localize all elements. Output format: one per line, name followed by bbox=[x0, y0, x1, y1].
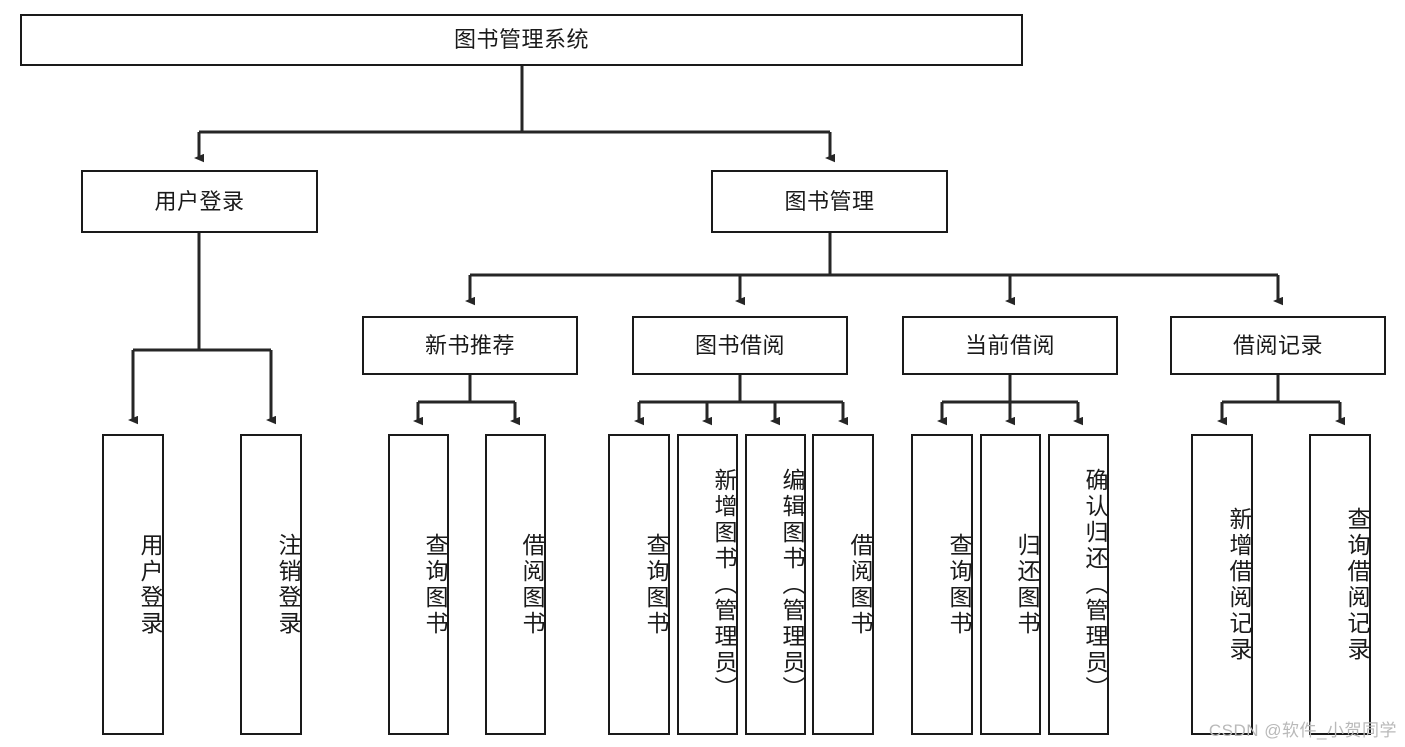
node-root-label: 图书管理系统 bbox=[453, 27, 589, 53]
node-leaf-add-book-label: 新增图书（管理员） bbox=[711, 467, 737, 702]
node-book-borrow-label: 图书借阅 bbox=[694, 332, 785, 358]
node-leaf-add-record-label: 新增借阅记录 bbox=[1226, 506, 1252, 663]
node-leaf-edit-book[interactable]: 编辑图书（管理员） bbox=[745, 434, 806, 735]
node-leaf-return-book-label: 归还图书 bbox=[1014, 532, 1040, 637]
node-leaf-user-login-label: 用户登录 bbox=[137, 532, 163, 637]
node-borrow-record[interactable]: 借阅记录 bbox=[1170, 316, 1386, 375]
node-current-borrow[interactable]: 当前借阅 bbox=[902, 316, 1118, 375]
node-leaf-edit-book-label: 编辑图书（管理员） bbox=[779, 467, 805, 702]
csdn-watermark: CSDN @软件_小贺同学 bbox=[1208, 721, 1397, 740]
node-new-book-rec[interactable]: 新书推荐 bbox=[362, 316, 578, 375]
node-leaf-confirm-return[interactable]: 确认归还（管理员） bbox=[1048, 434, 1109, 735]
node-leaf-query-book-1-label: 查询图书 bbox=[422, 532, 448, 637]
node-leaf-user-logout-label: 注销登录 bbox=[275, 532, 301, 637]
node-leaf-query-book-1[interactable]: 查询图书 bbox=[388, 434, 449, 735]
node-leaf-query-book-2-label: 查询图书 bbox=[643, 532, 669, 637]
node-borrow-record-label: 借阅记录 bbox=[1232, 332, 1323, 358]
node-leaf-user-login[interactable]: 用户登录 bbox=[102, 434, 164, 735]
node-book-borrow[interactable]: 图书借阅 bbox=[632, 316, 848, 375]
node-leaf-query-book-2[interactable]: 查询图书 bbox=[608, 434, 670, 735]
node-new-book-rec-label: 新书推荐 bbox=[424, 332, 515, 358]
node-leaf-add-book[interactable]: 新增图书（管理员） bbox=[677, 434, 738, 735]
node-leaf-borrow-book-2[interactable]: 借阅图书 bbox=[812, 434, 874, 735]
node-root[interactable]: 图书管理系统 bbox=[20, 14, 1023, 66]
node-leaf-query-record-label: 查询借阅记录 bbox=[1344, 506, 1370, 663]
node-leaf-query-book-3-label: 查询图书 bbox=[946, 532, 972, 637]
node-leaf-return-book[interactable]: 归还图书 bbox=[980, 434, 1041, 735]
node-leaf-query-record[interactable]: 查询借阅记录 bbox=[1309, 434, 1371, 735]
node-book-manage-label: 图书管理 bbox=[784, 188, 875, 214]
node-leaf-borrow-book-2-label: 借阅图书 bbox=[847, 532, 873, 637]
node-leaf-user-logout[interactable]: 注销登录 bbox=[240, 434, 302, 735]
node-user-login-label: 用户登录 bbox=[154, 188, 245, 214]
node-current-borrow-label: 当前借阅 bbox=[964, 332, 1055, 358]
node-leaf-confirm-return-label: 确认归还（管理员） bbox=[1082, 467, 1108, 702]
node-leaf-query-book-3[interactable]: 查询图书 bbox=[911, 434, 973, 735]
node-book-manage[interactable]: 图书管理 bbox=[711, 170, 948, 233]
node-leaf-add-record[interactable]: 新增借阅记录 bbox=[1191, 434, 1253, 735]
node-user-login[interactable]: 用户登录 bbox=[81, 170, 318, 233]
node-leaf-borrow-book-1-label: 借阅图书 bbox=[519, 532, 545, 637]
node-leaf-borrow-book-1[interactable]: 借阅图书 bbox=[485, 434, 546, 735]
